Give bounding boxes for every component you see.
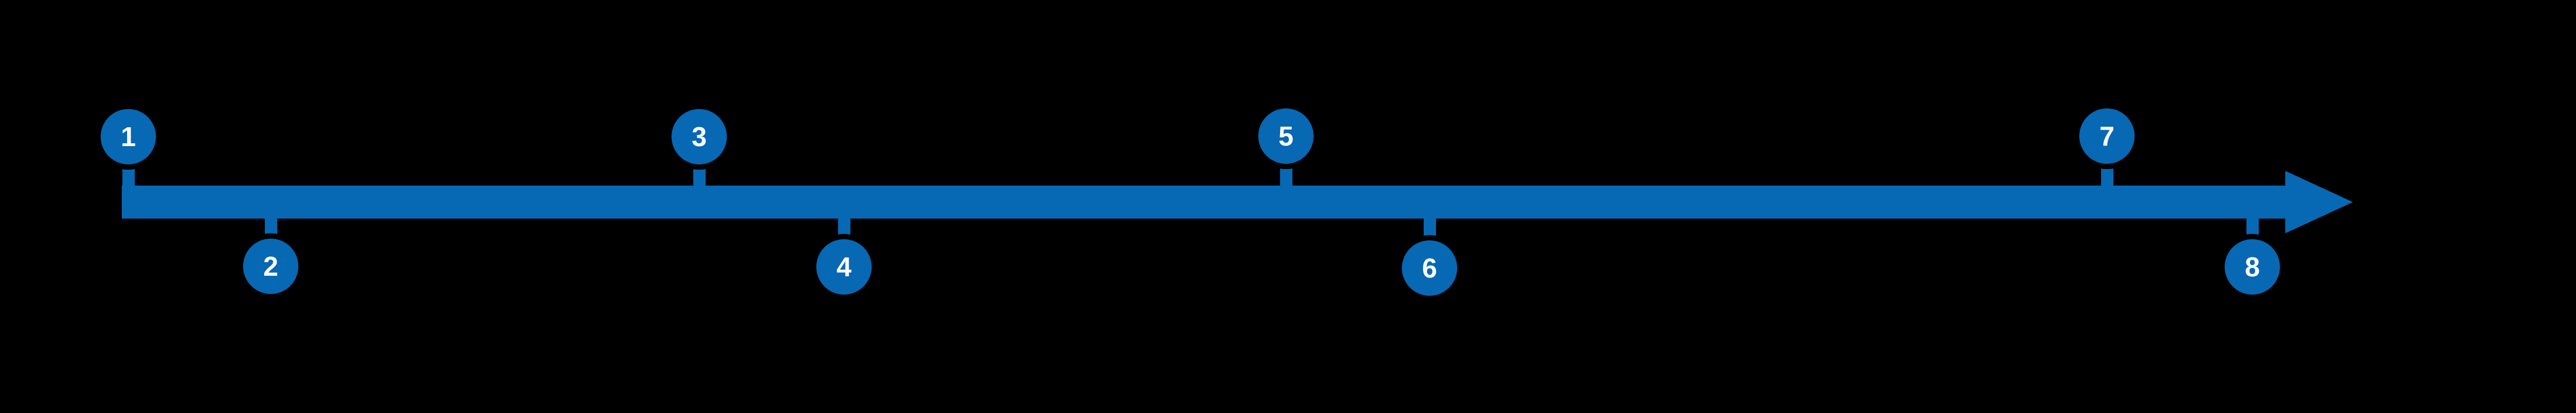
milestone-circle-5: 5 [1253, 103, 1319, 169]
milestone-number: 1 [121, 121, 136, 152]
milestone-circle-1: 1 [95, 104, 161, 170]
arrow-head-icon [2285, 171, 2353, 233]
milestone-number: 6 [1422, 253, 1437, 283]
milestone-circle-4: 4 [811, 234, 877, 300]
milestone-number: 4 [836, 252, 852, 282]
milestone-number: 5 [1278, 121, 1294, 151]
milestone-number: 8 [2245, 252, 2260, 282]
milestone-circle-3: 3 [666, 104, 732, 170]
timeline-bar [122, 186, 2285, 219]
milestone-circle-8: 8 [2219, 234, 2285, 300]
milestone-circle-2: 2 [238, 233, 304, 299]
milestone-circle-7: 7 [2074, 103, 2140, 169]
milestone-number: 3 [692, 121, 707, 152]
milestone-circle-6: 6 [1397, 235, 1462, 301]
milestone-number: 2 [263, 251, 278, 282]
milestone-number: 7 [2099, 121, 2115, 151]
